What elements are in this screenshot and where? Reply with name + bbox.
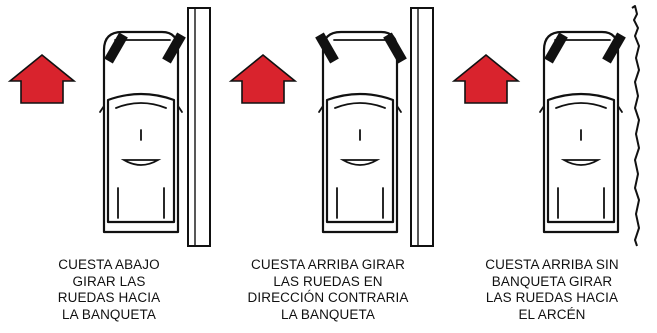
caption-line: CUESTA ABAJO [58,257,160,272]
car-icon [539,30,626,234]
shoulder-edge-icon [631,5,640,247]
panel-uphill: CUESTA ARRIBA GIRAR LAS RUEDAS EN DIRECC… [219,0,438,333]
uphill-arrow-icon [228,53,298,104]
front-right-wheel-icon [162,32,186,64]
caption-line: RUEDAS HACIA [57,290,161,305]
caption-line: GIRAR LAS [72,273,146,289]
uphill-arrow-icon [451,53,521,104]
car-icon [99,30,186,234]
caption-line: LAS RUEDAS HACIA [485,290,619,305]
front-left-wheel-icon [544,32,568,64]
caption-line: LAS RUEDAS EN [273,273,383,289]
curb-icon [187,7,211,247]
caption-line: EL ARCÉN [518,306,586,322]
uphill-arrow-icon [7,53,77,104]
panel-downhill: CUESTA ABAJO GIRAR LAS RUEDAS HACIA LA B… [0,0,219,333]
front-left-wheel-icon [104,32,128,64]
front-right-wheel-icon [383,32,407,64]
curb-icon [410,7,434,247]
caption-line: LA BANQUETA [281,306,375,322]
caption-uphill: CUESTA ARRIBA GIRAR LAS RUEDAS EN DIRECC… [233,257,423,323]
caption-line: BANQUETA GIRAR [491,273,613,289]
caption-line: CUESTA ARRIBA GIRAR [251,257,405,272]
front-right-wheel-icon [602,32,626,64]
parking-diagram-no-curb [451,5,640,247]
parking-diagram-uphill [228,7,434,247]
parking-diagram-downhill [7,7,211,247]
caption-uphill-no-curb: CUESTA ARRIBA SIN BANQUETA GIRAR LAS RUE… [472,257,632,323]
caption-line: CUESTA ARRIBA SIN [485,257,619,272]
car-icon [315,30,407,234]
front-left-wheel-icon [315,32,339,64]
caption-downhill: CUESTA ABAJO GIRAR LAS RUEDAS HACIA LA B… [34,257,184,323]
panel-uphill-no-curb: CUESTA ARRIBA SIN BANQUETA GIRAR LAS RUE… [438,0,657,333]
caption-line: DIRECCIÓN CONTRARIA [247,290,409,305]
caption-line: LA BANQUETA [62,306,156,322]
